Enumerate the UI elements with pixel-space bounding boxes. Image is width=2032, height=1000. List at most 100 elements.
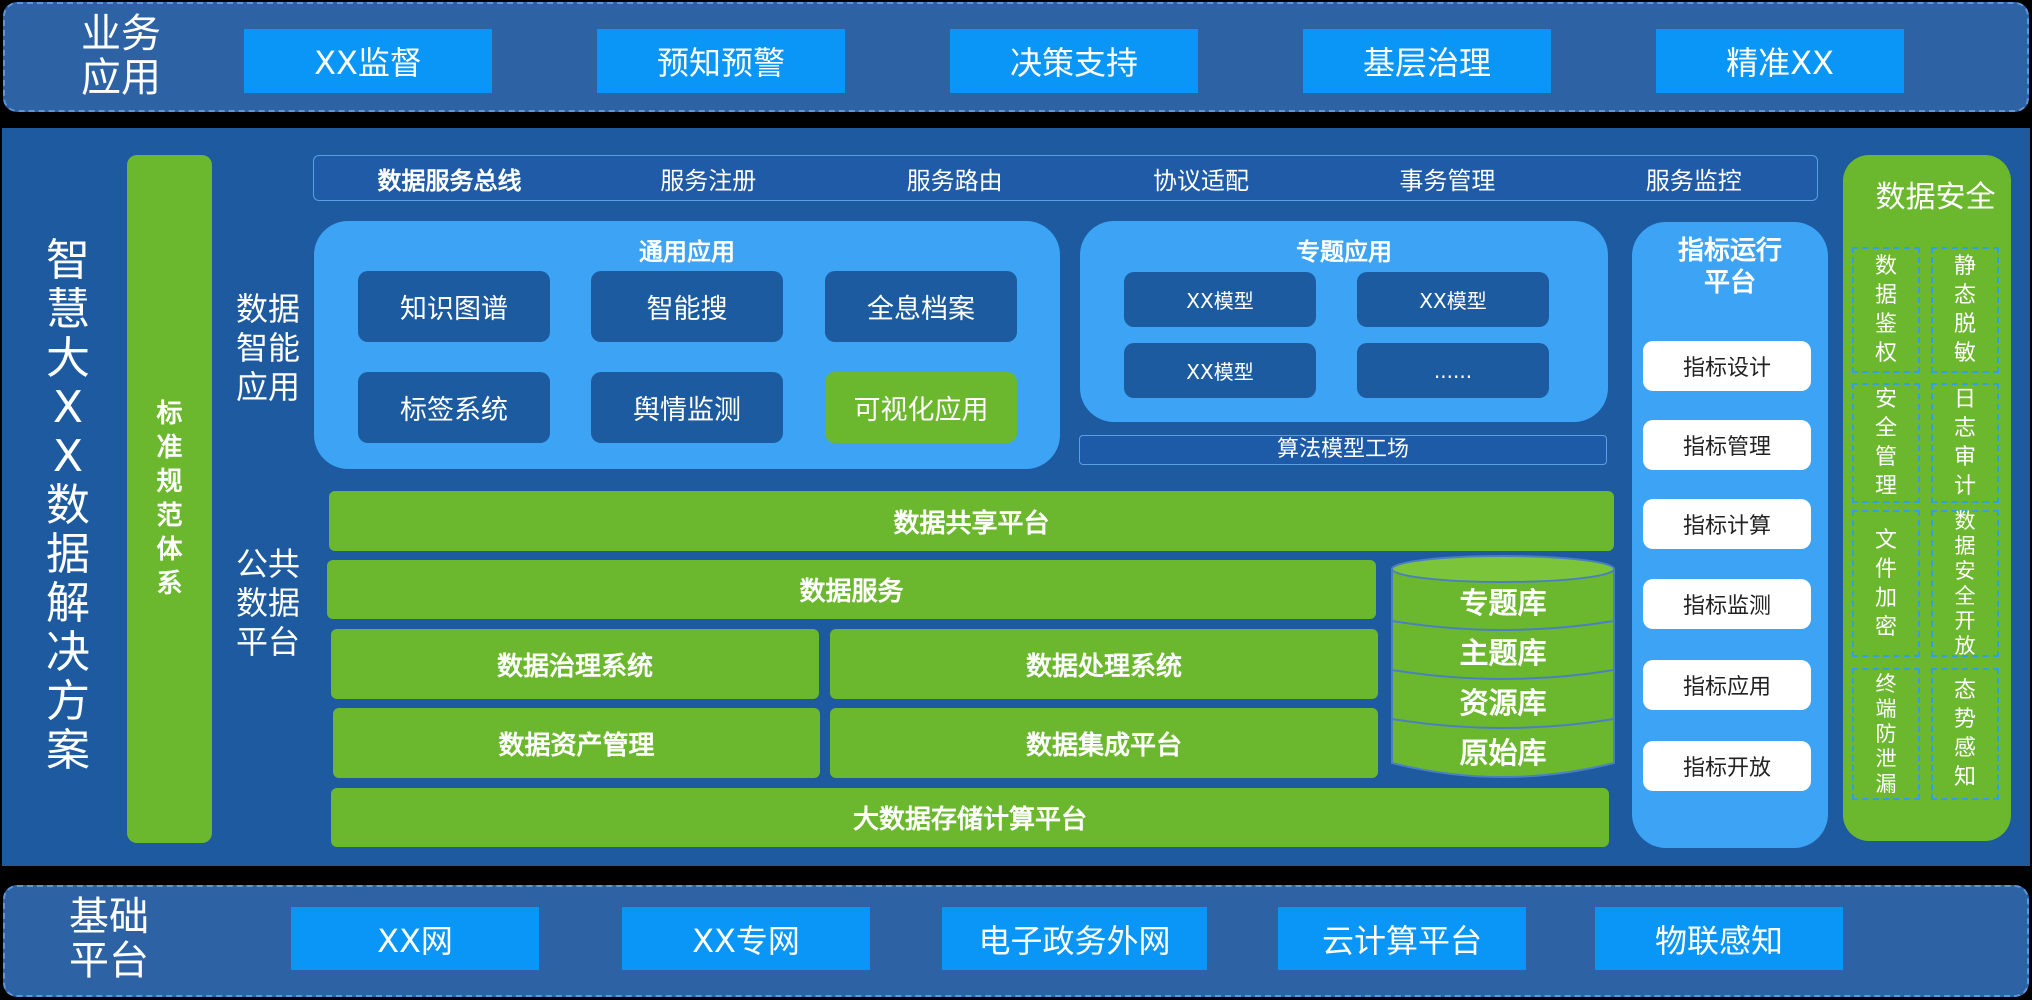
bus-item[interactable]: 服务注册 [660,166,757,195]
public-opinion-monitoring-button[interactable]: 舆情监测 [591,372,783,443]
indicator-design-button[interactable]: 指标设计 [1643,341,1811,391]
visualization-app-button[interactable]: 可视化应用 [825,372,1017,443]
security-cell-terminal-leak-prevention[interactable]: 终 端 防 泄 漏 [1852,668,1920,800]
sec-char: 数 [1874,254,1897,279]
indicator-application-button[interactable]: 指标应用 [1643,660,1811,710]
sec-char: 泄 [1875,746,1897,771]
topic-applications-title: 专题应用 [1296,238,1392,266]
sec-char: 安 [1954,558,1976,583]
data-processing-system[interactable]: 数据处理系统 [830,629,1378,699]
sec-char: 文 [1874,527,1897,553]
indicator-calculation-button[interactable]: 指标计算 [1643,499,1811,549]
indicator-platform-title: 指标运行 平台 [1632,235,1828,299]
model-button[interactable]: XX模型 [1124,343,1316,398]
bus-item[interactable]: 协议适配 [1153,166,1249,195]
infrastructure-label: 基础 平台 [49,895,169,983]
label-line: 公共 [235,545,300,583]
cylinder-divider [1391,718,1615,729]
business-application-label: 业务 应用 [61,12,181,100]
business-application-band: 业务 应用 XX监督 预知预警 决策支持 基层治理 精准XX [3,2,2029,112]
sec-char: 安 [1874,387,1897,412]
data-service-bus: 数据服务总线 服务注册 服务路由 协议适配 事务管理 服务监控 [313,155,1818,201]
security-cell-static-masking[interactable]: 静 态 脱 敏 [1931,247,1999,373]
business-item[interactable]: 基层治理 [1303,29,1551,93]
subject-database[interactable]: 主题库 [1459,636,1547,670]
more-models-button[interactable]: ...... [1357,343,1549,398]
security-cell-security-management[interactable]: 安 全 管 理 [1852,383,1920,503]
infrastructure-band: 基础 平台 XX网 XX专网 电子政务外网 云计算平台 物联感知 [3,885,2029,997]
database-cylinder [1391,555,1615,778]
business-item[interactable]: XX监督 [244,29,492,93]
sec-char: 管 [1874,445,1897,470]
solution-title: 智 慧 大 X X 数 据 解 决 方 案 [38,230,98,780]
indicator-management-button[interactable]: 指标管理 [1643,420,1811,470]
model-button[interactable]: XX模型 [1124,272,1316,327]
label-line: 数据 [235,584,300,622]
data-sharing-platform[interactable]: 数据共享平台 [329,491,1614,551]
indicator-monitoring-button[interactable]: 指标监测 [1643,579,1811,629]
general-applications-title: 通用应用 [639,238,735,266]
sec-char: 加 [1874,585,1897,611]
business-item[interactable]: 精准XX [1656,29,1904,93]
data-integration-platform[interactable]: 数据集成平台 [830,708,1378,778]
infrastructure-item[interactable]: 云计算平台 [1278,907,1526,970]
data-asset-management[interactable]: 数据资产管理 [333,708,820,778]
title-line: 平台 [1703,268,1756,298]
infrastructure-item[interactable]: 物联感知 [1595,907,1843,970]
holographic-archive-button[interactable]: 全息档案 [825,271,1017,342]
security-cell-log-audit[interactable]: 日 志 审 计 [1931,383,1999,503]
label-line: 应用 [235,368,300,406]
sec-char: 件 [1874,556,1897,582]
title-char: 方 [46,675,90,727]
title-char: 解 [46,577,90,629]
title-char: 数 [46,479,90,531]
bus-item[interactable]: 事务管理 [1399,166,1496,195]
sec-char: 敏 [1953,341,1976,366]
title-char: X [52,430,84,482]
sec-char: 计 [1953,474,1976,499]
data-governance-system[interactable]: 数据治理系统 [331,629,819,699]
title-char: X [52,381,84,433]
model-button[interactable]: XX模型 [1357,272,1549,327]
label-line: 平台 [235,623,300,661]
bus-item[interactable]: 服务监控 [1645,166,1742,195]
standards-char: 标 [156,399,183,429]
big-data-storage-computing-platform[interactable]: 大数据存储计算平台 [331,788,1609,847]
security-cell-data-auth[interactable]: 数 据 鉴 权 [1852,247,1920,373]
topic-database[interactable]: 专题库 [1459,586,1547,620]
bus-item[interactable]: 服务路由 [906,166,1003,195]
algorithm-model-factory[interactable]: 算法模型工场 [1079,435,1607,465]
title-char: 据 [46,528,90,580]
tag-system-button[interactable]: 标签系统 [358,372,550,443]
business-item[interactable]: 决策支持 [950,29,1198,93]
knowledge-graph-button[interactable]: 知识图谱 [358,271,550,342]
security-cell-data-security-open[interactable]: 数 据 安 全 开 放 [1931,509,1999,658]
cylinder-divider [1391,620,1615,631]
sec-char: 开 [1954,608,1976,633]
sec-char: 审 [1953,445,1976,470]
infrastructure-item[interactable]: 电子政务外网 [942,907,1207,970]
indicator-openness-button[interactable]: 指标开放 [1643,741,1811,791]
cylinder-top [1391,555,1615,583]
resource-database[interactable]: 资源库 [1459,686,1547,720]
sec-char: 志 [1953,416,1976,441]
smart-application-label: 数据 智能 应用 [232,290,304,407]
data-service[interactable]: 数据服务 [327,560,1376,619]
security-cell-file-encryption[interactable]: 文 件 加 密 [1852,510,1920,657]
business-item[interactable]: 预知预警 [597,29,845,93]
infrastructure-item[interactable]: XX专网 [622,907,870,970]
standards-char: 准 [156,433,183,463]
band-label-line: 业务 [81,11,161,57]
cylinder-divider [1391,669,1615,680]
standards-system-bar[interactable]: 标 准 规 范 体 系 [127,155,212,843]
sec-char: 全 [1874,416,1897,441]
infrastructure-item[interactable]: XX网 [291,907,539,970]
sec-char: 据 [1954,533,1976,558]
security-cell-situation-awareness[interactable]: 态 势 感 知 [1931,668,1999,800]
standards-char: 范 [156,501,183,531]
standards-char: 规 [156,467,183,497]
smart-search-button[interactable]: 智能搜 [591,271,783,342]
sec-char: 据 [1874,283,1897,308]
sec-char: 终 [1875,671,1897,696]
raw-database[interactable]: 原始库 [1459,736,1547,770]
